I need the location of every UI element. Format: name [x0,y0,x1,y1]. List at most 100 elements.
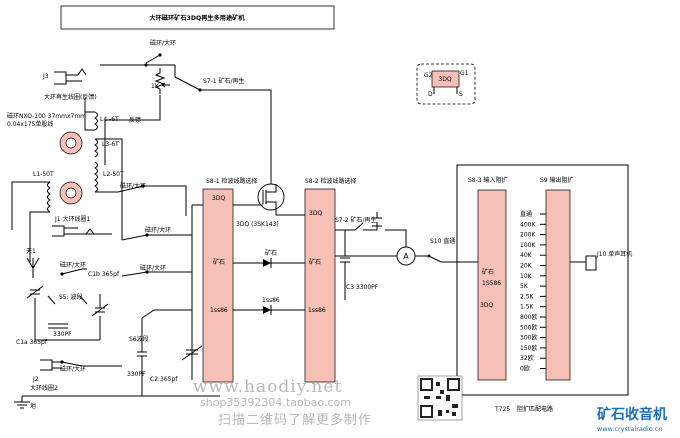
impedance-section: S8-3 输入阻扩 S9 输出阻扩 矿石 1S586 3DQ 直通 400K 200… [456,164,632,413]
impedance-tap-label: 5K [520,283,529,290]
l1-label: L1-50T [33,171,54,178]
s8-1-switch-panel [202,188,234,383]
j2-desc: 大环线圈2 [30,384,58,392]
pin-legend-part: 3DQ [438,76,451,83]
impedance-tap-label: 40K [520,252,533,259]
impedance-tap-label: 400K [520,221,536,228]
s8-3-pos-crystal: 矿石 [482,268,494,276]
1ss86-diode-icon [263,306,271,314]
antenna-icon [26,257,40,278]
s8-2-pos-1ss86: 1ss86 [308,307,326,314]
s8-2-pos-crystal: 矿石 [309,258,321,266]
c1a-label: C1a 365pf [16,339,48,346]
c1a-varcap-icon [26,285,44,299]
battery-icon [372,222,382,230]
watermark-scan: 扫描二维码了解更多制作 [218,412,372,428]
s8-1-label: S8-1 检波线路选择 [206,177,258,185]
mosfet-label: 3DQ (3SK143) [236,221,279,228]
pin-g2: G2 [424,72,433,79]
impedance-tap-label: 2.5K [520,293,535,300]
cap-330pf-b-label: 330PF [127,371,146,378]
input-section: J3 大环再生线圈(反馈) 磁环/大环 1K S7-1 矿石/再生 磁环NXO-… [7,39,272,410]
l4-label: L4 -6T [100,116,119,123]
impedance-tap-label: 20K [520,263,533,270]
s8-2-switch-panel [304,188,336,383]
j3-jack-icon [77,68,87,76]
ground-label: 地 [30,402,36,410]
c2-label: C2:365pf [150,376,178,383]
j3-label: J3 [42,73,49,80]
title-box [60,5,335,30]
cap-330pf-icon [48,323,68,329]
rod-spec-line2: 0.04x175单股线 [7,120,53,128]
ci-ring-mid-label: 磁环/大环 [120,182,146,190]
s8-3-label: S8-3 输入阻扩 [468,176,508,184]
l3-coil-icon [94,138,98,158]
mosfet-pin-legend: 3DQ G2 G1 D S [416,63,476,105]
l3-label: L3-6T [102,141,119,148]
l2-coil-icon [94,161,98,193]
pin-d: D [428,91,433,98]
s8-3-pos-1s586: 1S586 [482,280,501,287]
j10-label: J10 单声耳机 [596,250,632,258]
impedance-tap-label: 32欧 [520,354,534,362]
detector-section: 磁环/大环 磁环/大环 S8-1 检波线路选择 3DQ 矿石 1ss86 3DQ… [121,177,478,396]
j1-label: J1 大环线圈1 [54,215,90,223]
c2-varcap-icon [181,345,203,361]
impedance-tap-label: 200K [520,232,536,239]
cap-330pf-a-label: 330PF [53,331,72,338]
crystal-diode-label: 矿石 [265,249,277,257]
ci-ring-a-label: 磁环/大环 [60,261,86,269]
s8-3-pos-3dq: 3DQ [480,302,493,309]
crystal-diode-icon [263,259,271,267]
s8-1-pos-1ss86: 1ss86 [210,307,228,314]
watermark-url: www.haodiy.net [193,377,342,397]
s10-label: S10 直通 [430,237,455,245]
impedance-tap-label: 直通 [520,210,532,218]
regen-loop-label: 大环再生线圈(反馈) [44,93,97,101]
l2-label: L2-50T [103,171,124,178]
ci-ring-d-label: 磁环/大环 [140,264,166,272]
impedance-tap-label: 800欧 [520,313,537,321]
c1b-label: C1b 365pf [88,271,120,278]
cap-330pf-b-icon [137,351,147,357]
impedance-taps: 直通 400K 200K 100K 40K 20K 10K 5K 2.5K 1.5K 800欧 500… [520,210,546,373]
ci-ring-top-label: 磁环/大环 [150,39,176,47]
s8-2-pos-3dq: 3DQ [309,210,322,217]
headphone-icon [570,255,597,271]
feedback-label: 反馈 [129,116,141,124]
s7-2-label: S7-2 矿石/再生 [335,216,377,224]
logo-text: 矿石收音机 [597,406,667,423]
impedance-tap-label: 1.5K [520,304,535,311]
potentiometer-icon [154,68,166,94]
pot-label: 1K [151,83,160,90]
t725-desc: 阻扩匹配电路 [517,405,553,413]
s6-label: S6波段 [129,335,149,343]
pin-s: S [459,91,463,98]
s5-label: S5: 波段 [59,293,83,301]
impedance-tap-label: 10K [520,273,533,280]
l1-coil-icon [47,181,51,213]
t725-label: T725 [494,406,510,413]
diagram-title: 大环磁环矿石3DQ再生多用途矿机 [149,14,245,22]
impedance-tap-label: 100K [520,242,536,249]
s8-1-pos-crystal: 矿石 [213,258,225,266]
ammeter-label: A [403,252,409,261]
c3-label: C3 3300PF [346,284,379,291]
mosfet-icon [257,183,285,211]
antenna-label: 天1 [26,248,36,255]
impedance-tap-label: 150欧 [520,344,537,352]
ci-ring-c-label: 磁环/大环 [145,226,171,234]
s8-2-label: S8-2 检波线路选择 [305,177,357,185]
qr-code [417,375,463,421]
ground-icon [14,396,30,409]
1ss86-diode-label: 1ss86 [262,297,280,304]
watermark-shop: shop35392304.taobao.com [200,396,351,409]
s9-switch-panel [545,189,571,381]
impedance-tap-label: 500欧 [520,323,537,331]
s9-label: S9 输出阻扩 [540,176,574,184]
s8-3-switch-panel [477,189,507,381]
s8-1-pos-3dq: 3DQ [212,195,225,202]
j2-label: J2 [32,376,39,383]
